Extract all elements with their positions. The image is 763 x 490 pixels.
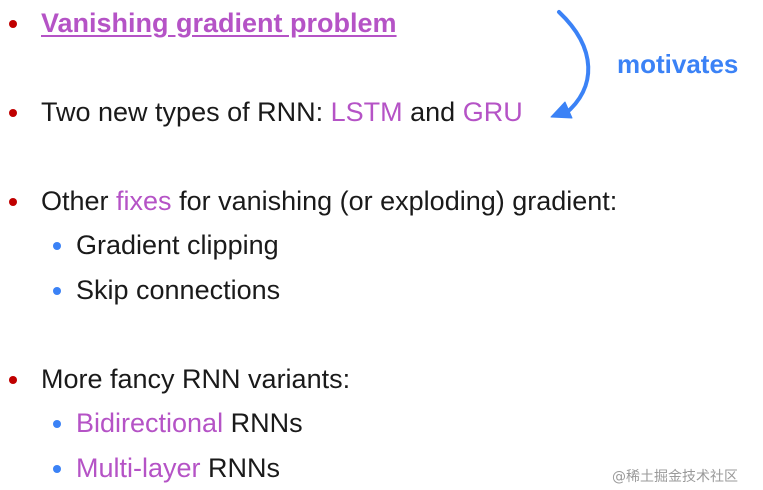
gru-text: GRU <box>462 97 523 127</box>
bidirectional-text: Bidirectional <box>76 408 224 438</box>
subitem-bidirectional: Bidirectional RNNs <box>76 406 303 440</box>
sub-bullet-4-2 <box>53 465 61 473</box>
bullet-4 <box>9 376 17 384</box>
multi-layer-text: Multi-layer <box>76 453 201 483</box>
item-3: Other fixes for vanishing (or exploding)… <box>41 184 617 218</box>
motivates-annotation: motivates <box>617 49 739 79</box>
subitem-multi-layer: Multi-layer RNNs <box>76 451 280 485</box>
item-3-prefix: Other <box>41 186 117 216</box>
fixes-text: fixes <box>116 186 172 216</box>
watermark: @稀土掘金技术社区 <box>612 469 738 485</box>
bullet-3 <box>9 198 17 206</box>
item-4: More fancy RNN variants: <box>41 362 350 396</box>
item-3-suffix: for vanishing (or exploding) gradient: <box>171 186 618 216</box>
subitem-skip-connections: Skip connections <box>76 273 280 307</box>
sub-bullet-3-2 <box>53 287 61 295</box>
item-4-text: More fancy RNN variants: <box>41 364 351 394</box>
rnns-text: RNNs <box>223 408 303 438</box>
rnns-text: RNNs <box>200 453 281 483</box>
bullet-2 <box>9 109 17 117</box>
title-link[interactable]: Vanishing gradient problem <box>41 8 397 38</box>
subitem-text: Skip connections <box>76 275 281 305</box>
sub-bullet-4-1 <box>53 420 61 428</box>
sub-bullet-3-1 <box>53 242 61 250</box>
subitem-gradient-clipping: Gradient clipping <box>76 228 279 262</box>
bullet-1 <box>9 20 17 28</box>
lstm-text: LSTM <box>330 97 403 127</box>
subitem-text: Gradient clipping <box>76 230 279 260</box>
item-2-prefix: Two new types of RNN: <box>41 97 331 127</box>
item-2: Two new types of RNN: LSTM and GRU <box>41 95 523 129</box>
item-2-and: and <box>402 97 463 127</box>
curved-arrow-icon <box>550 10 591 119</box>
item-1: Vanishing gradient problem <box>41 6 397 40</box>
